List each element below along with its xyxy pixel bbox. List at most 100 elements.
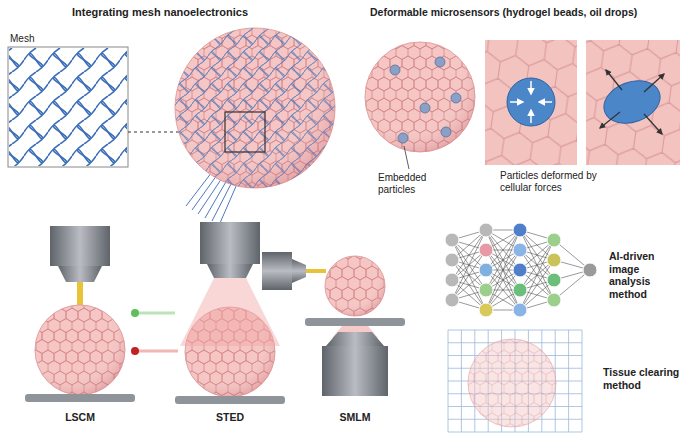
organoid-with-particles (435, 57, 445, 67)
lscm-microscope (58, 266, 102, 282)
clearing-grid (448, 330, 582, 331)
lscm-microscope (77, 282, 83, 306)
smlm-microscope (322, 346, 388, 396)
particle-compressed-panel (507, 78, 555, 126)
particle-compressed-panel (530, 81, 532, 94)
wire-ribbon (220, 184, 237, 223)
neural-network (513, 283, 527, 297)
organoid-with-particles (441, 127, 451, 137)
neural-network (486, 250, 520, 310)
neural-network (479, 243, 493, 257)
method-label: AI-driven image analysis method (609, 250, 683, 300)
clearing-grid (448, 432, 582, 433)
smlm-microscope (326, 332, 384, 346)
lscm-microscope (25, 226, 135, 402)
particle-compressed-panel (510, 81, 552, 123)
organoid-with-particles (390, 65, 400, 75)
neural-network (479, 283, 493, 297)
particle-compressed-panel (485, 40, 577, 165)
smlm-microscope (325, 256, 385, 316)
part-label: Particles deformed by cellular forces (500, 170, 612, 194)
organoid-with-mesh (175, 28, 335, 188)
organoid-with-particles (420, 103, 430, 113)
sted-microscope (175, 222, 285, 404)
neural-network (445, 273, 459, 287)
neural-network (547, 253, 561, 267)
neural-network (445, 293, 459, 307)
particle-stretched-panel (586, 40, 680, 165)
particle-compressed-panel (485, 40, 577, 165)
neural-network (486, 250, 520, 310)
neural-network (547, 233, 561, 247)
organoid-with-mesh (175, 28, 335, 188)
organoid-with-particles (365, 42, 475, 152)
clearing-grid (448, 330, 582, 432)
smlm-microscope (325, 256, 385, 316)
cleared-organoid (468, 339, 556, 427)
mesh-square (8, 47, 128, 167)
lscm-microscope (35, 305, 125, 395)
part-label: Embedded particles (378, 172, 460, 196)
neural-network (479, 223, 493, 237)
neural-network (445, 223, 597, 317)
organoid-with-particles (398, 133, 408, 143)
neural-network (445, 253, 459, 267)
organoid-with-particles (390, 57, 461, 143)
neural-network (547, 273, 561, 287)
sted-microscope (207, 264, 253, 278)
section-heading: Integrating mesh nanoelectronics (72, 6, 312, 19)
particle-compressed-panel (539, 101, 552, 103)
neural-network (513, 303, 527, 317)
particle-stretched-panel (598, 73, 666, 130)
neural-network (445, 233, 459, 247)
smlm-microscope (306, 269, 326, 273)
particle-stretched-panel (606, 70, 622, 90)
lscm-microscope (25, 394, 135, 402)
organoid-with-mesh (175, 28, 335, 188)
method-label: Tissue clearing method (603, 366, 683, 391)
part-label: Mesh (10, 33, 70, 45)
organoid-with-particles (365, 42, 475, 152)
smlm-microscope (292, 259, 306, 283)
mesh-square (9, 48, 127, 166)
neural-network (513, 243, 527, 257)
microscope-label: SMLM (320, 411, 390, 424)
particle-stretched-panel (600, 70, 664, 134)
neural-network (583, 263, 597, 277)
sted-microscope (175, 396, 285, 404)
sted-microscope (200, 222, 260, 264)
organoid-with-particles (365, 42, 475, 152)
particle-stretched-panel (644, 114, 662, 134)
organoid-with-mesh (225, 112, 265, 152)
neural-network (479, 263, 493, 277)
particle-compressed-panel (530, 110, 532, 123)
cleared-organoid (468, 339, 556, 427)
laser-beams (131, 309, 139, 317)
neural-network (513, 223, 527, 237)
neural-network (513, 263, 527, 277)
lscm-microscope (50, 226, 110, 266)
laser-beams (131, 347, 139, 355)
particle-stretched-panel (600, 112, 620, 128)
smlm-microscope (305, 318, 405, 326)
particle-compressed-panel (510, 101, 523, 103)
smlm-microscope (262, 252, 292, 290)
laser-beams (135, 350, 178, 353)
particle-stretched-panel (586, 40, 680, 165)
neural-network (479, 303, 493, 317)
organoid-with-particles (451, 93, 461, 103)
section-heading: Deformable microsensors (hydrogel beads,… (370, 6, 684, 19)
particle-stretched-panel (644, 74, 664, 92)
laser-beams (131, 309, 178, 355)
microscope-label: LSCM (45, 411, 115, 424)
laser-beams (135, 312, 175, 315)
leader-line (404, 146, 409, 169)
neural-network (486, 230, 520, 290)
mesh-square (8, 47, 128, 167)
lscm-microscope (35, 305, 125, 395)
microscope-label: STED (195, 411, 265, 424)
cleared-organoid (468, 339, 556, 427)
neural-network (547, 293, 561, 307)
